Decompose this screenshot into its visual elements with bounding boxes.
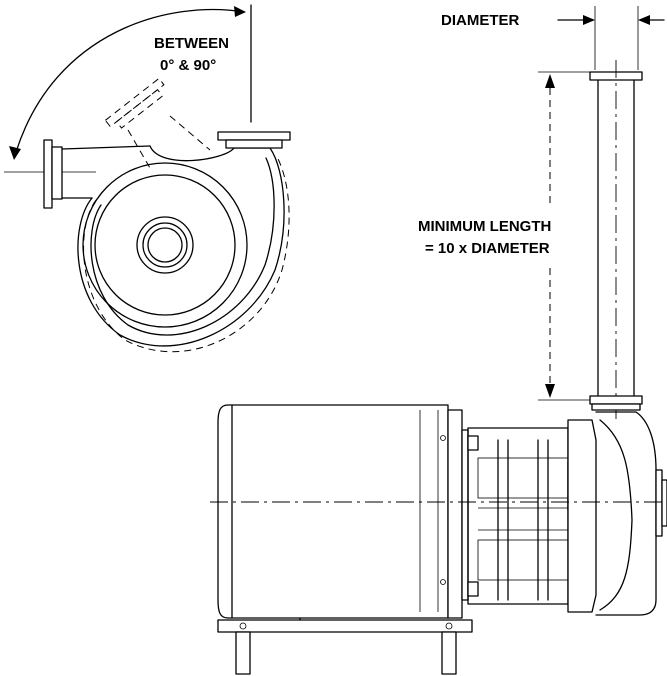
volute-outer: [77, 145, 285, 347]
length-label-line2: = 10 x DIAMETER: [425, 240, 550, 257]
rotation-arc: [15, 8, 245, 153]
length-arrow-bottom-icon: [545, 384, 555, 398]
motor-body: [217, 404, 449, 619]
side-view-pump-motor: [210, 404, 667, 675]
angle-label-line2: 0° & 90°: [160, 57, 216, 74]
diameter-label: DIAMETER: [441, 12, 520, 29]
length-arrow-top-icon: [545, 74, 555, 88]
diameter-arrow-right-icon: [638, 15, 650, 25]
top-view-volute: [4, 4, 291, 353]
angle-label-line1: BETWEEN: [154, 35, 229, 52]
discharge-pipe: [538, 6, 665, 420]
diameter-arrow-left-icon: [583, 15, 595, 25]
length-label-line1: MINIMUM LENGTH: [418, 218, 551, 235]
arc-arrowhead-bottom-icon: [9, 146, 21, 160]
arc-arrowhead-top-icon: [234, 6, 246, 17]
